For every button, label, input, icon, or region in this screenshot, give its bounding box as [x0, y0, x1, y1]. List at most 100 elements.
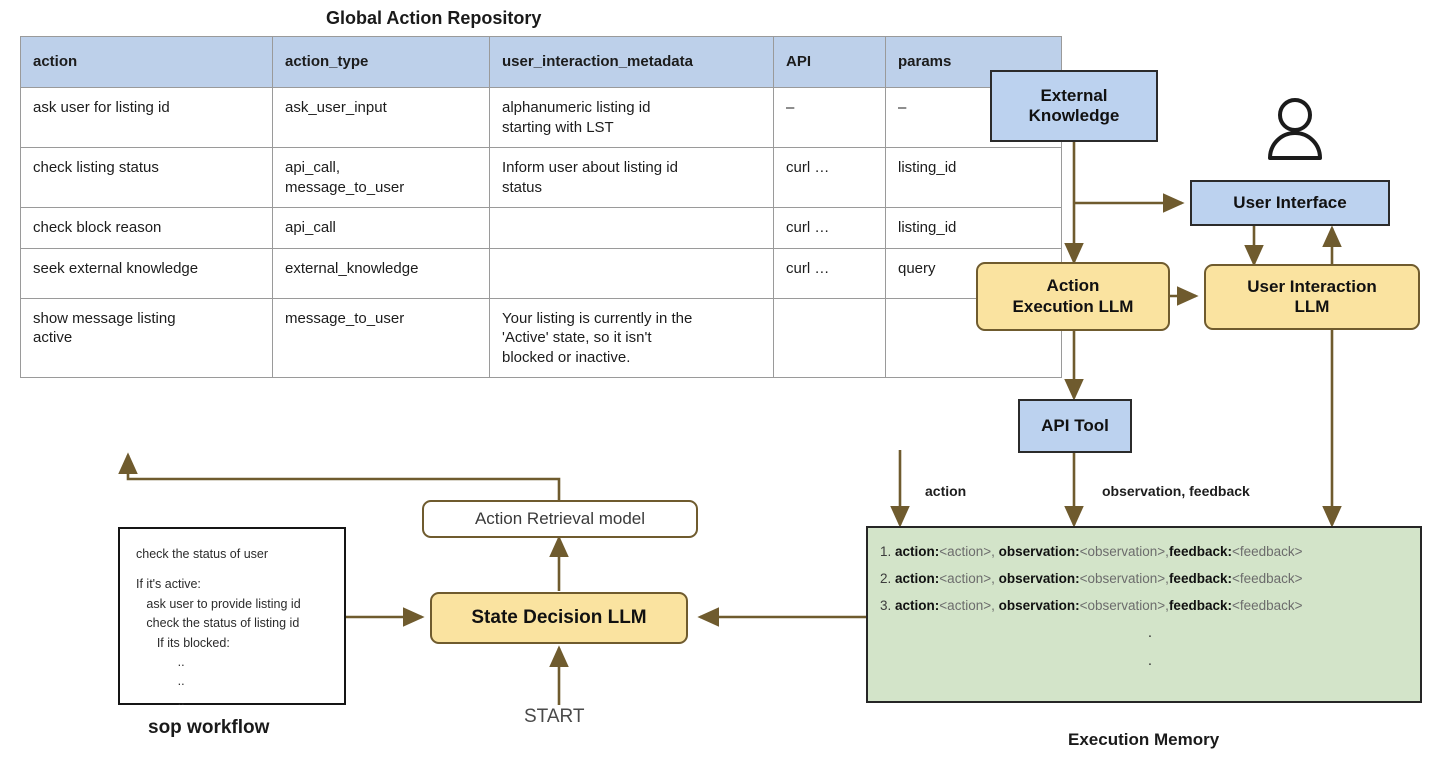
column-header-params: params: [885, 36, 1062, 88]
action-execution-line-2: Execution LLM: [1012, 296, 1134, 316]
api-tool-label: API Tool: [1041, 415, 1109, 435]
column-header-api: API: [773, 36, 886, 88]
cell-params: listing_id: [885, 147, 1062, 208]
column-header-user-interaction-metadata: user_interaction_metadata: [489, 36, 774, 88]
memory-entry-3: 3. action:<action>, observation:<observa…: [880, 598, 1420, 614]
entry-observation-value: <observation>,: [1079, 597, 1169, 613]
cell-action: check block reason: [20, 207, 273, 249]
table-row: check block reason api_call curl … listi…: [20, 207, 1062, 249]
entry-feedback-key: feedback:: [1168, 597, 1232, 613]
node-user-interaction-llm[interactable]: User Interaction LLM: [1204, 264, 1420, 330]
entry-observation-key: observation:: [998, 570, 1080, 586]
global-action-repository-title: Global Action Repository: [326, 8, 542, 28]
sop-workflow-text: check the status of user If it's active:…: [120, 529, 344, 721]
entry-observation-key: observation:: [998, 544, 1080, 559]
cell-user-interaction-metadata: Inform user about listing id status: [489, 147, 774, 208]
metadata-line-1: Inform user about listing id: [502, 159, 678, 176]
metadata-line-3: blocked or inactive.: [502, 348, 631, 366]
node-action-execution-llm[interactable]: Action Execution LLM: [976, 262, 1170, 331]
cell-api: curl …: [773, 247, 886, 299]
table-row: ask user for listing id ask_user_input a…: [20, 87, 1062, 148]
sop-line-8: ..: [136, 693, 185, 708]
ellipsis-dot: .: [1147, 623, 1153, 641]
entry-action-value: <action>,: [939, 597, 995, 613]
node-sop-workflow: check the status of user If it's active:…: [118, 527, 346, 708]
memory-entry-1: 1. action:<action>, observation:<observa…: [880, 544, 1420, 560]
entry-observation-value: <observation>,: [1079, 544, 1169, 559]
cell-action-type: external_knowledge: [272, 247, 490, 299]
node-api-tool[interactable]: API Tool: [1018, 399, 1132, 453]
sop-line-5: If its blocked:: [136, 635, 230, 650]
node-state-decision-llm[interactable]: State Decision LLM: [430, 592, 688, 644]
sop-line-6: ..: [136, 654, 185, 669]
column-header-action-type: action_type: [272, 36, 490, 88]
memory-ellipsis: . .: [880, 623, 1420, 670]
action-line-1: show message listing: [33, 309, 176, 327]
entry-feedback-value: <feedback>: [1231, 597, 1303, 613]
entry-feedback-key: feedback:: [1168, 570, 1232, 586]
cell-action: show message listing active: [20, 297, 273, 378]
entry-feedback-key: feedback:: [1168, 544, 1232, 559]
sop-line-3: ask user to provide listing id: [136, 596, 301, 611]
sop-line-7: ..: [136, 674, 185, 689]
entry-action-key: action:: [895, 570, 940, 586]
entry-observation-key: observation:: [998, 597, 1080, 613]
external-knowledge-line-2: Knowledge: [1028, 106, 1120, 125]
action-type-line-1: api_call,: [285, 159, 341, 176]
cell-action-type: api_call, message_to_user: [272, 147, 490, 208]
global-action-repository-table: action action_type user_interaction_meta…: [20, 36, 1062, 378]
cell-api: curl …: [773, 207, 886, 249]
cell-user-interaction-metadata: [489, 247, 774, 299]
entry-action-value: <action>,: [939, 544, 995, 559]
entry-number: 2.: [880, 570, 892, 586]
cell-action: seek external knowledge: [20, 247, 273, 299]
cell-api: [773, 297, 886, 378]
ellipsis-dot: .: [1147, 652, 1153, 670]
entry-action-key: action:: [895, 544, 940, 559]
cell-action-type: api_call: [272, 207, 490, 249]
user-interface-label: User Interface: [1233, 192, 1347, 212]
entry-feedback-value: <feedback>: [1231, 544, 1303, 559]
cell-action: ask user for listing id: [20, 87, 273, 148]
metadata-line-1: alphanumeric listing id: [502, 99, 651, 116]
node-action-retrieval-model[interactable]: Action Retrieval model: [422, 500, 698, 538]
sop-line-4: check the status of listing id: [136, 616, 300, 631]
cell-action: check listing status: [20, 147, 273, 208]
table-row: show message listing active message_to_u…: [20, 297, 1062, 378]
action-execution-line-1: Action: [1046, 276, 1100, 296]
entry-action-key: action:: [895, 597, 940, 613]
action-type-line-2: message_to_user: [285, 178, 405, 196]
cell-user-interaction-metadata: alphanumeric listing id starting with LS…: [489, 87, 774, 148]
wire-retrieval-to-table: [118, 452, 561, 500]
execution-memory-title: Execution Memory: [1068, 730, 1220, 749]
user-person-icon: [1268, 98, 1322, 160]
edge-label-observation-feedback: observation, feedback: [1102, 483, 1250, 499]
entry-feedback-value: <feedback>: [1231, 570, 1303, 586]
sop-line-gap: [136, 564, 330, 575]
table-header-row: action action_type user_interaction_meta…: [20, 36, 1062, 88]
edge-label-action: action: [925, 483, 967, 499]
state-decision-label: State Decision LLM: [471, 606, 647, 628]
cell-action-type: ask_user_input: [272, 87, 490, 148]
cell-api: –: [773, 87, 886, 148]
metadata-line-2: starting with LST: [502, 118, 614, 136]
cell-action-type: message_to_user: [272, 297, 490, 378]
external-knowledge-line-1: External: [1040, 85, 1108, 105]
user-interaction-line-2: LLM: [1294, 297, 1330, 316]
metadata-line-2: status: [502, 178, 543, 196]
cell-user-interaction-metadata: [489, 207, 774, 249]
action-retrieval-label: Action Retrieval model: [474, 508, 646, 528]
node-external-knowledge[interactable]: External Knowledge: [990, 70, 1158, 142]
sop-line-2: If it's active:: [136, 577, 201, 592]
entry-number: 3.: [880, 597, 892, 613]
metadata-line-1: Your listing is currently in the: [502, 309, 693, 327]
sop-workflow-title: sop workflow: [148, 717, 270, 738]
node-user-interface[interactable]: User Interface: [1190, 180, 1390, 226]
entry-observation-value: <observation>,: [1079, 570, 1169, 586]
table-row: seek external knowledge external_knowled…: [20, 247, 1062, 299]
action-line-2: active: [33, 329, 73, 346]
table-row: check listing status api_call, message_t…: [20, 147, 1062, 208]
cell-params: listing_id: [885, 207, 1062, 249]
memory-entry-2: 2. action:<action>, observation:<observa…: [880, 571, 1420, 587]
